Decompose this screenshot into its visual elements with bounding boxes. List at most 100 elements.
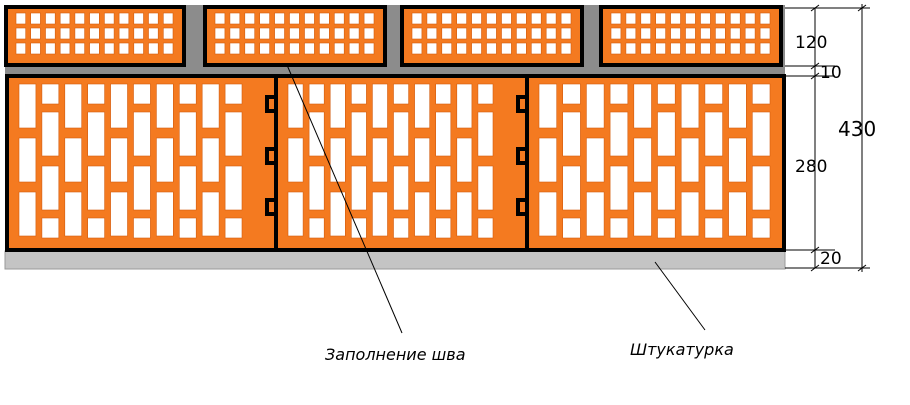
brick-void (148, 42, 159, 55)
brick-void (477, 165, 494, 211)
brick-void (545, 27, 557, 40)
brick-void (224, 111, 243, 157)
brick-void (350, 165, 367, 211)
brick-void (633, 191, 652, 237)
brick-void (744, 42, 756, 55)
brick-void (411, 12, 423, 25)
brick-void (372, 83, 388, 129)
brick-void (118, 27, 130, 40)
brick-void (201, 191, 220, 237)
brick-void (441, 42, 452, 55)
brick-void (333, 27, 345, 40)
brick-void (704, 111, 723, 157)
brick-void (516, 42, 527, 55)
brick-void (59, 12, 71, 25)
brick-void (156, 191, 174, 237)
brick-void (156, 83, 174, 129)
brick-void (670, 42, 681, 55)
brick-void (609, 83, 629, 105)
brick-void (308, 83, 325, 105)
brick-void (728, 137, 747, 183)
brick-void (625, 42, 637, 55)
brick-void (715, 12, 726, 25)
brick-void (633, 83, 652, 129)
brick-void (729, 12, 741, 25)
brick-void (728, 83, 747, 129)
brick-void (201, 137, 220, 183)
brick-void (680, 83, 700, 129)
brick-void (274, 12, 285, 25)
dim-total: 430 (838, 117, 876, 141)
brick-void (680, 191, 700, 237)
brick-void (435, 111, 452, 157)
brick-void (700, 12, 711, 25)
dim-joint: 10 (820, 63, 842, 83)
brick-void (456, 12, 467, 25)
dim-bottom: 20 (820, 249, 842, 269)
brick-void (104, 42, 115, 55)
brick-void (104, 12, 115, 25)
brick-void (89, 42, 100, 55)
brick-void (456, 42, 467, 55)
brick-void (414, 83, 431, 129)
brick-void (586, 83, 605, 129)
brick-void (610, 12, 622, 25)
top-brick (400, 5, 584, 67)
top-row-bricks (4, 5, 783, 67)
brick-void (350, 83, 367, 105)
brick-void (715, 27, 726, 40)
brick-void (640, 42, 651, 55)
brick-void (477, 217, 494, 239)
top-brick (599, 5, 783, 67)
brick-void (657, 83, 676, 105)
main-brick (525, 74, 786, 252)
brick-void (350, 111, 367, 157)
brick-void (87, 217, 105, 239)
brick-void (640, 27, 651, 40)
brick-void (456, 83, 473, 129)
brick-void (244, 27, 256, 40)
brick-void (74, 42, 85, 55)
brick-void (411, 42, 423, 55)
brick-void (308, 165, 325, 211)
brick-void (319, 42, 330, 55)
callout-plaster: Штукатурка (630, 340, 734, 359)
brick-void (15, 27, 26, 40)
brick-void (110, 137, 128, 183)
brick-void (655, 27, 666, 40)
brick-void (471, 12, 482, 25)
brick-void (759, 27, 771, 40)
brick-void (287, 83, 304, 129)
brick-void (715, 42, 726, 55)
brick-void (133, 165, 151, 211)
main-brick (274, 74, 529, 252)
brick-void (363, 12, 375, 25)
brick-void (304, 12, 315, 25)
dim-top-row: 120 (795, 33, 827, 53)
brick-void (329, 83, 346, 129)
brick-void (329, 191, 346, 237)
brick-void (704, 217, 723, 239)
brick-void (471, 42, 482, 55)
brick-void (426, 12, 438, 25)
brick-void (304, 27, 315, 40)
brick-void (680, 137, 700, 183)
brick-void (545, 12, 557, 25)
brick-void (411, 27, 423, 40)
brick-void (751, 165, 771, 211)
brick-void (560, 27, 572, 40)
brick-void (441, 27, 452, 40)
brick-void (41, 83, 60, 105)
brick-void (118, 12, 130, 25)
brick-void (700, 27, 711, 40)
brick-void (201, 83, 220, 129)
brick-void (538, 137, 558, 183)
brick-void (118, 42, 130, 55)
brick-void (486, 42, 497, 55)
brick-void (633, 137, 652, 183)
top-brick (4, 5, 186, 67)
brick-void (45, 12, 56, 25)
dimension-lines (785, 4, 870, 272)
brick-void (610, 27, 622, 40)
brick-void (179, 165, 197, 211)
